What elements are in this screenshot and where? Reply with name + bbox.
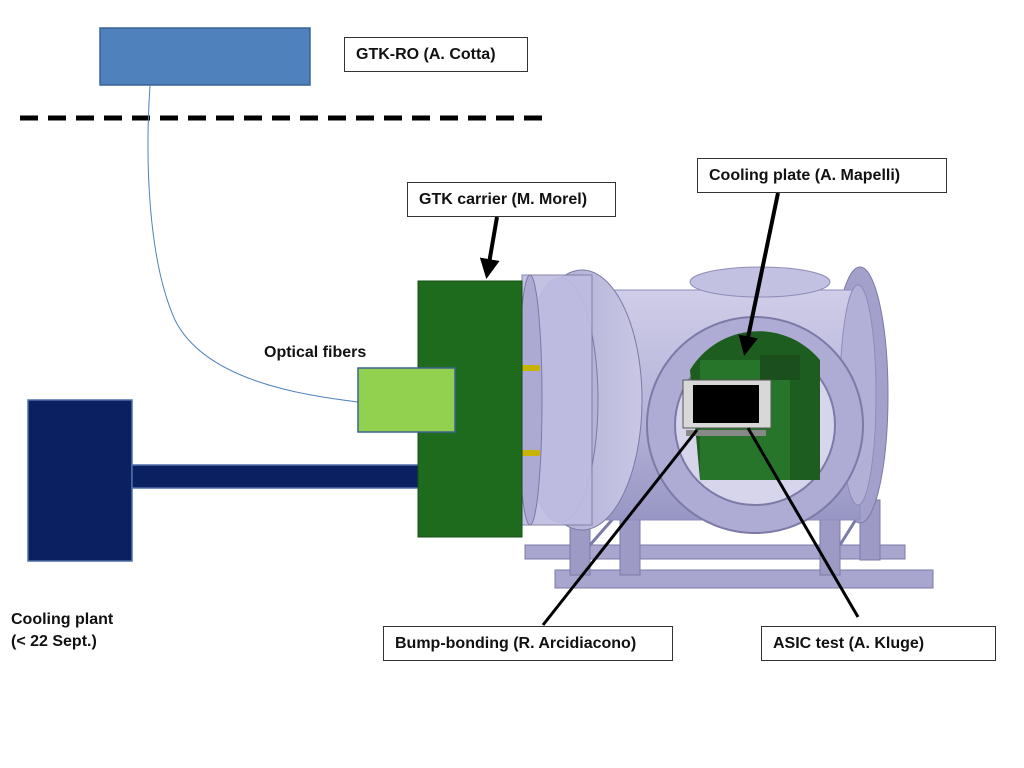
cooling-plant-block — [27, 399, 133, 562]
asic-test-arrow — [746, 427, 860, 618]
gtk-ro-block — [99, 27, 311, 86]
gtk-carrier-arrow — [479, 216, 500, 279]
bump-bonding-arrow — [541, 429, 699, 626]
asic-test-label: ASIC test (A. Kluge) — [761, 626, 996, 661]
optical-fibers-label: Optical fibers — [264, 344, 367, 361]
cooling-plant-label: Cooling plant (< 22 Sept.) — [11, 609, 113, 653]
cooling-plate-arrow — [738, 192, 780, 356]
optical-connector-box — [357, 367, 456, 433]
cooling-plant-label-line2: (< 22 Sept.) — [11, 633, 97, 650]
cooling-pipe — [131, 464, 423, 489]
gtk-carrier-label: GTK carrier (M. Morel) — [407, 182, 616, 217]
cooling-plant-label-line1: Cooling plant — [11, 611, 114, 628]
gtk-ro-label: GTK-RO (A. Cotta) — [344, 37, 528, 72]
cooling-plate-label: Cooling plate (A. Mapelli) — [697, 158, 947, 193]
vacuum-vessel — [517, 266, 889, 534]
optical-fiber-line — [147, 84, 359, 403]
bump-bonding-label: Bump-bonding (R. Arcidiacono) — [383, 626, 673, 661]
